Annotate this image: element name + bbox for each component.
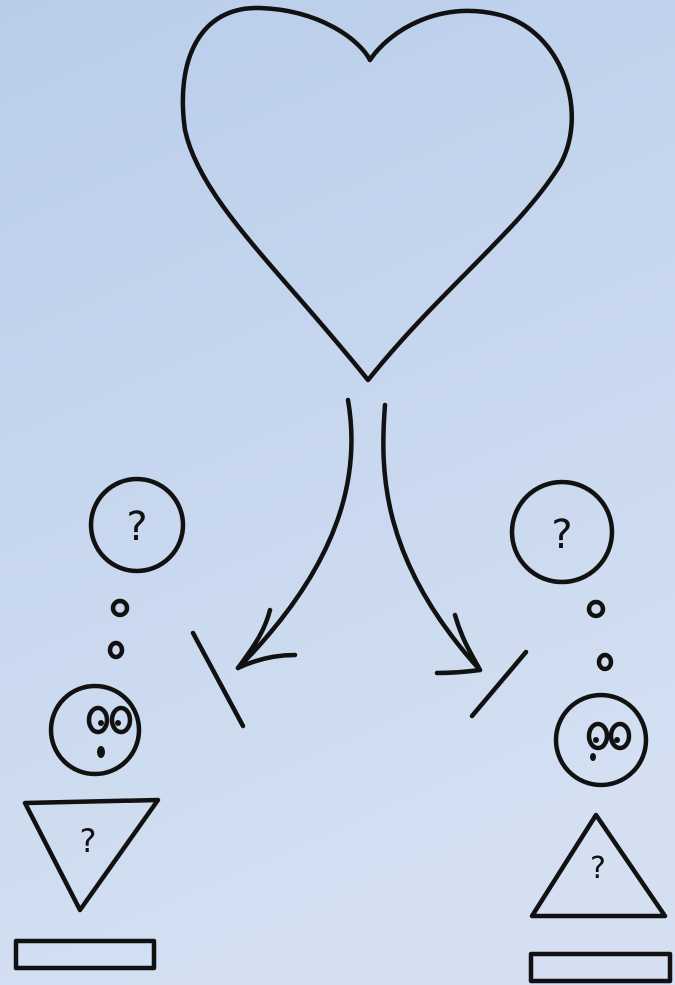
- left-triangle-question-mark: ?: [80, 822, 97, 860]
- right-face-pupil-right: [614, 737, 620, 743]
- left-thought-question-mark: ?: [126, 504, 147, 550]
- right-face-mouth: [590, 753, 596, 761]
- left-face-pupil-left: [98, 720, 104, 726]
- right-thought-question-mark: ?: [551, 512, 572, 558]
- left-face-mouth: [97, 746, 105, 758]
- right-face-pupil-left: [593, 737, 599, 743]
- right-triangle-question-mark: ?: [590, 851, 606, 886]
- left-face-pupil-right: [115, 720, 121, 726]
